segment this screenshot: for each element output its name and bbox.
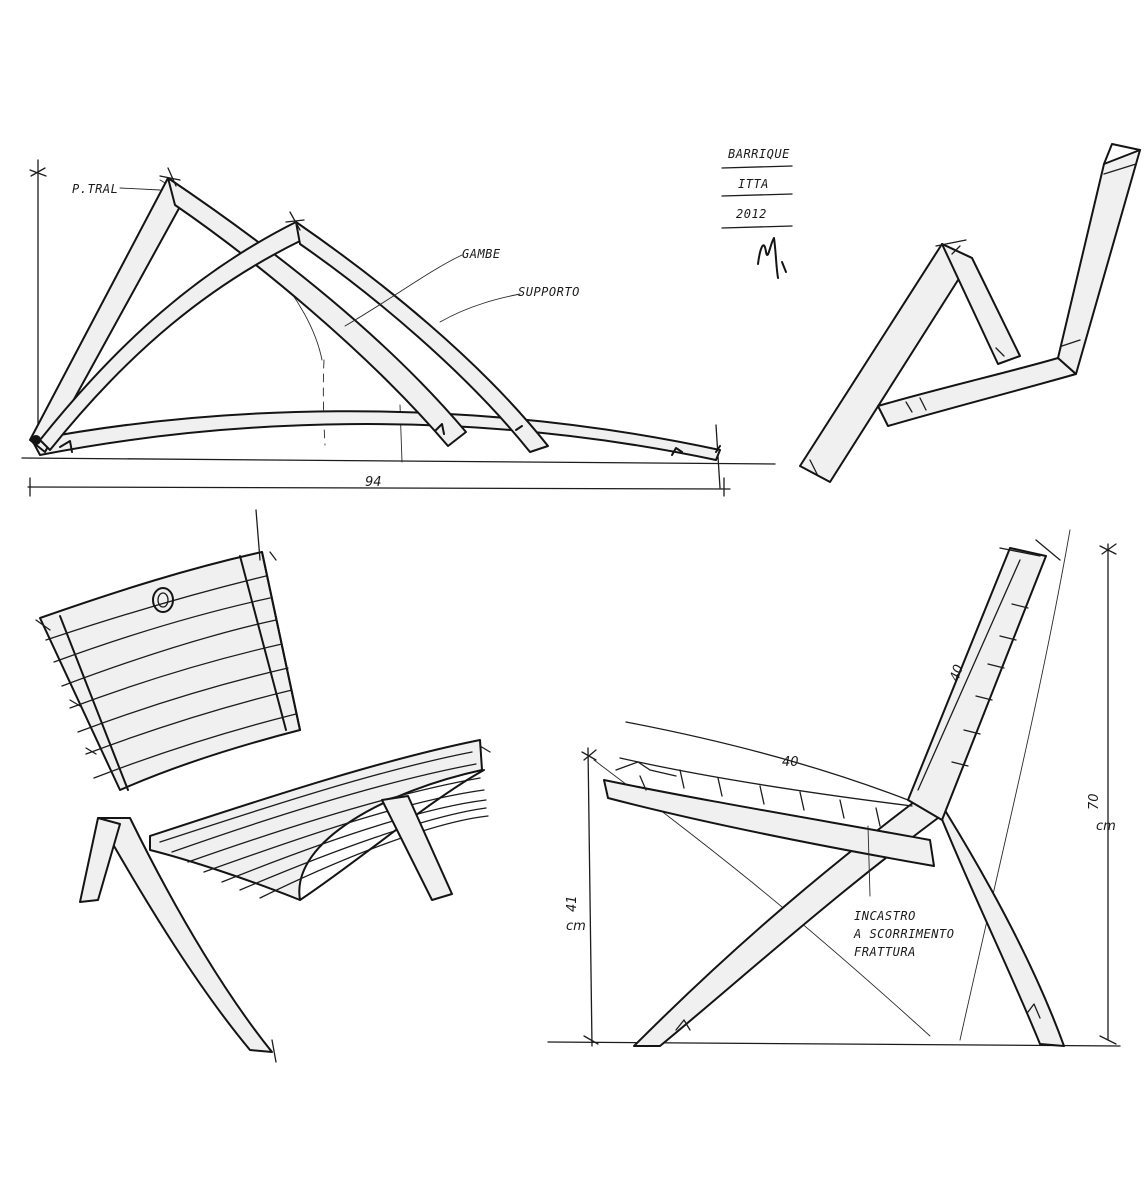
label-pivot: P.TRAL xyxy=(72,182,118,196)
title-line-1: BARRIQUE xyxy=(728,147,790,161)
chair-perspective xyxy=(35,509,491,1063)
title-line-3: 2012 xyxy=(736,207,767,221)
label-support: SUPPORTO xyxy=(518,285,580,299)
signature xyxy=(757,237,787,279)
note-line-1: INCASTRO xyxy=(854,909,916,923)
dimension-seat: 40 xyxy=(782,755,799,770)
dimension-seat-height: 41 xyxy=(565,895,580,912)
title-line-2: ITTA xyxy=(738,177,769,191)
dimension-total-unit: cm xyxy=(1096,819,1116,834)
note-line-3: FRATTURA xyxy=(854,945,916,959)
dimension-total-height: 70 xyxy=(1087,793,1102,810)
dimension-seat-unit: cm xyxy=(566,919,586,934)
title-block: BARRIQUE ITTA 2012 xyxy=(721,147,793,279)
chair-side-view xyxy=(799,143,1141,483)
folded-frame-elevation: P.TRAL GAMBE SUPPORTO 94 xyxy=(21,159,776,497)
chair-dimensioned-elevation: 40 40 70 cm 41 cm INCASTRO A SCORRIMENTO… xyxy=(547,529,1121,1047)
dimension-width: 94 xyxy=(365,475,382,490)
dimension-back: 40 xyxy=(948,663,967,683)
note-line-2: A SCORRIMENTO xyxy=(853,927,954,941)
label-frame: GAMBE xyxy=(462,247,501,261)
